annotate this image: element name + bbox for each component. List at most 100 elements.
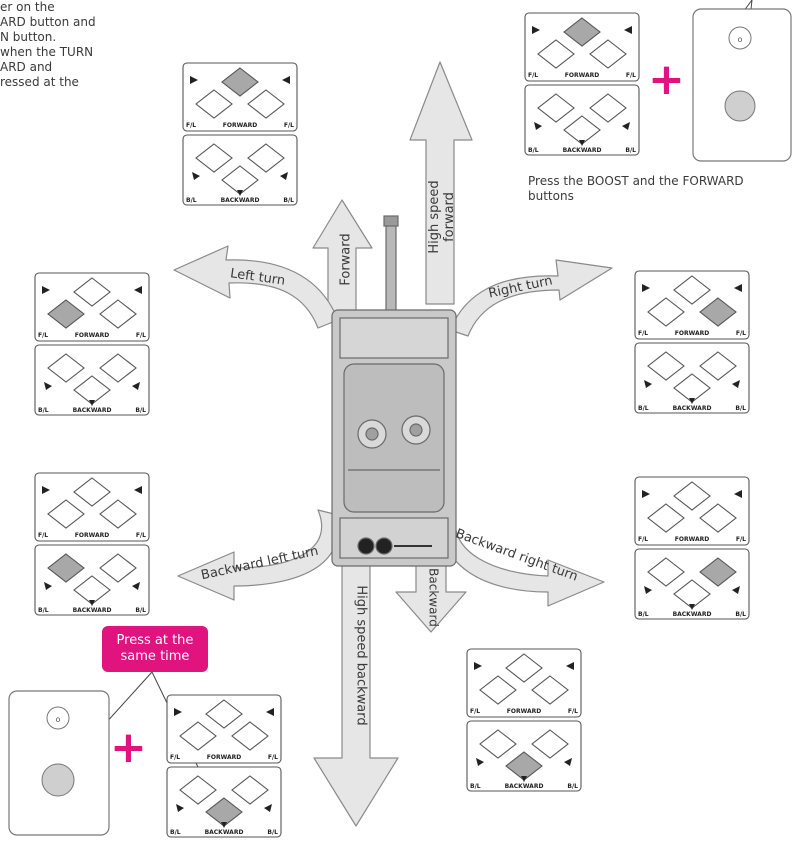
key-forward	[505, 653, 543, 683]
label-fl: F/L	[186, 122, 196, 129]
instructions-top-left: er on the ARD button and N button. when …	[0, 0, 96, 89]
key-front-right	[231, 721, 269, 751]
label-fl: F/L	[638, 330, 648, 337]
key-back-right	[99, 353, 137, 383]
label-bl: B/L	[38, 407, 49, 414]
key-forward	[73, 277, 111, 307]
label-backward-key: BACKWARD	[205, 829, 244, 836]
key-forward	[205, 699, 243, 729]
key-back-right	[247, 143, 285, 173]
label-forward-key: FORWARD	[675, 536, 709, 543]
label-backward-key: BACKWARD	[673, 405, 712, 412]
label-bl: B/L	[38, 607, 49, 614]
key-back-right	[99, 553, 137, 583]
label-fl: F/L	[736, 330, 746, 337]
label-backward-key: BACKWARD	[563, 147, 602, 154]
label-fl: F/L	[136, 332, 146, 339]
label-forward-key: FORWARD	[75, 332, 109, 339]
key-front-right	[247, 89, 285, 119]
plus-icon: +	[110, 722, 147, 773]
controller-card: F/L FORWARD F/L B/L BACKWARD B/L	[634, 270, 750, 415]
label-backward-key: BACKWARD	[505, 783, 544, 790]
key-back-left	[47, 553, 85, 583]
label-fl: F/L	[38, 332, 48, 339]
key-back-right	[531, 729, 569, 759]
label-fl: F/L	[170, 754, 180, 761]
tank-illustration	[331, 215, 457, 567]
label-fl: F/L	[38, 532, 48, 539]
label-bl: B/L	[186, 197, 197, 204]
key-back-left	[647, 557, 685, 587]
same-time-badge: Press at the same time	[102, 626, 208, 672]
left-turn-arrow	[173, 245, 339, 329]
key-forward	[673, 275, 711, 305]
forward-arrow	[312, 199, 373, 313]
label-forward-key: FORWARD	[223, 122, 257, 129]
key-forward	[673, 481, 711, 511]
label-fl: F/L	[736, 536, 746, 543]
label-bl: B/L	[135, 407, 146, 414]
controller-card: F/L FORWARD F/L B/L BACKWARD B/L	[166, 694, 282, 839]
label-forward-key: FORWARD	[675, 330, 709, 337]
label-bl: B/L	[135, 607, 146, 614]
key-front-left	[47, 499, 85, 529]
label-fl: F/L	[470, 708, 480, 715]
label-fl: F/L	[268, 754, 278, 761]
label-backward-key: BACKWARD	[73, 607, 112, 614]
key-front-right	[99, 299, 137, 329]
svg-text:o: o	[738, 35, 743, 44]
controller-card: F/L FORWARD F/L B/L BACKWARD B/L	[34, 272, 150, 417]
key-back-left	[47, 353, 85, 383]
key-front-left	[479, 675, 517, 705]
key-front-left	[47, 299, 85, 329]
label-fl: F/L	[284, 122, 294, 129]
key-back-right	[231, 775, 269, 805]
svg-text:o: o	[56, 715, 61, 724]
key-front-right	[589, 39, 627, 69]
key-back-right	[589, 93, 627, 123]
boost-remote-top: o	[692, 8, 792, 162]
label-bl: B/L	[735, 611, 746, 618]
key-back-left	[195, 143, 233, 173]
label-bl: B/L	[528, 147, 539, 154]
key-front-left	[195, 89, 233, 119]
label-backward-key: BACKWARD	[73, 407, 112, 414]
key-back-left	[537, 93, 575, 123]
plus-icon: +	[648, 54, 685, 105]
label-forward-key: FORWARD	[75, 532, 109, 539]
key-forward	[563, 17, 601, 47]
label-bl: B/L	[283, 197, 294, 204]
key-back-left	[647, 351, 685, 381]
label-bl: B/L	[638, 405, 649, 412]
label-fl: F/L	[568, 708, 578, 715]
label-forward-key: FORWARD	[207, 754, 241, 761]
label-bl: B/L	[170, 829, 181, 836]
high-speed-forward-arrow	[409, 61, 473, 305]
key-back-left	[479, 729, 517, 759]
key-front-left	[647, 503, 685, 533]
key-front-left	[537, 39, 575, 69]
key-front-left	[179, 721, 217, 751]
boost-note: Press the BOOST and the FORWARD buttons	[528, 174, 744, 203]
controller-card: F/L FORWARD F/L B/L BACKWARD B/L	[34, 472, 150, 617]
key-front-right	[699, 297, 737, 327]
label-fl: F/L	[136, 532, 146, 539]
label-bl: B/L	[735, 405, 746, 412]
key-front-right	[99, 499, 137, 529]
label-backward-key: BACKWARD	[221, 197, 260, 204]
boost-remote-bottom: o	[8, 690, 110, 836]
right-turn-arrow	[449, 259, 613, 337]
key-front-left	[647, 297, 685, 327]
key-forward	[73, 477, 111, 507]
label-forward-key: FORWARD	[507, 708, 541, 715]
label-fl: F/L	[638, 536, 648, 543]
label-bl: B/L	[470, 783, 481, 790]
controller-card: F/L FORWARD F/L B/L BACKWARD B/L	[182, 62, 298, 207]
label-bl: B/L	[267, 829, 278, 836]
boost-button-icon	[724, 90, 756, 122]
